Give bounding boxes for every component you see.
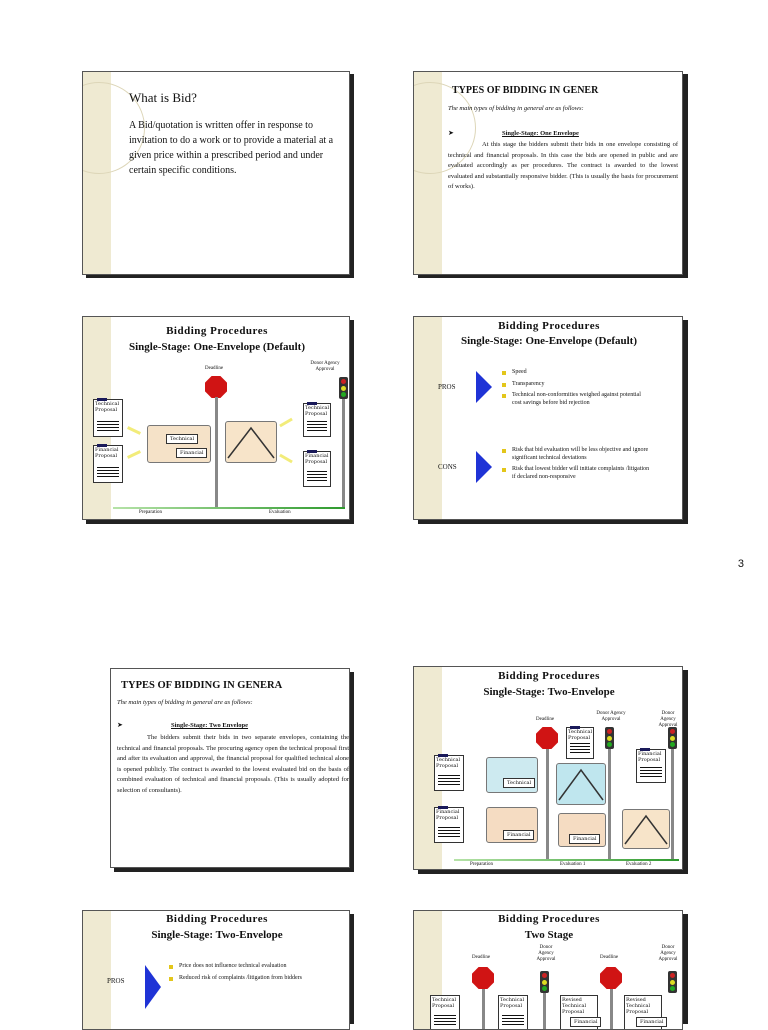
slide-types-two-envelope: TYPES OF BIDDING IN GENERA The main type… (110, 668, 350, 868)
slide-title: What is Bid? (129, 90, 197, 106)
evaluation-1-label: Evaluation 1 (560, 862, 585, 868)
slide-subtitle: Single-Stage: Two-Envelope (414, 686, 683, 698)
pros-list: Speed Transparency Technical non-conform… (502, 369, 652, 411)
cons-arrow-icon (476, 451, 492, 483)
list-item: Price does not influence technical evalu… (169, 963, 319, 971)
financial-tag: Financial (570, 1017, 601, 1027)
slide-title: Bidding Procedures (414, 320, 683, 332)
stop-sign-icon (205, 376, 227, 398)
slide-subtitle: Single-Stage: One-Envelope (Default) (83, 341, 350, 353)
slide-title: Bidding Procedures (414, 670, 683, 682)
chevron-icon: ➤ (117, 721, 123, 729)
stop-sign-icon (600, 967, 622, 989)
donor-label: Donor Agency Approval (532, 945, 560, 963)
slide-two-envelope-pros: Bidding Procedures Single-Stage: Two-Env… (82, 910, 350, 1030)
deadline-label: Deadline (472, 955, 490, 961)
slide-title: Bidding Procedures (83, 913, 350, 925)
slide-title: TYPES OF BIDDING IN GENER (452, 85, 598, 96)
financial-tag: Financial (636, 1017, 667, 1027)
cons-label: CONS (438, 463, 457, 471)
slide-subtitle: Single-Stage: Two-Envelope (83, 929, 350, 941)
pros-list: Price does not influence technical evalu… (169, 963, 319, 986)
preparation-label: Preparation (470, 862, 493, 868)
technical-tag: Technical (166, 434, 198, 444)
traffic-light-icon (540, 971, 549, 993)
slide-intro: The main types of bidding in general are… (448, 105, 584, 112)
pros-label: PROS (107, 977, 125, 985)
list-item: Transparency (502, 381, 652, 389)
technical-proposal-doc: Technical Proposal (566, 727, 594, 759)
page-number: 3 (738, 558, 744, 570)
list-item: Reduced risk of complaints /litigation f… (169, 975, 319, 983)
deadline-label: Deadline (536, 717, 554, 723)
financial-proposal-doc: Financial Proposal (93, 445, 123, 483)
technical-proposal-doc: Technical Proposal (93, 399, 123, 437)
technical-proposal-doc: Technical Proposal (303, 403, 331, 437)
slide-body: The bidders submit their bids in two sep… (117, 733, 349, 796)
slide-types-one-envelope: TYPES OF BIDDING IN GENER The main types… (413, 71, 683, 275)
slide-what-is-bid: What is Bid? A Bid/quotation is written … (82, 71, 350, 275)
slide-subtitle: Two Stage (414, 929, 683, 941)
stop-sign-icon (536, 727, 558, 749)
technical-envelope: Technical (486, 757, 538, 793)
technical-proposal-doc: Technical Proposal (498, 995, 528, 1030)
slide-title: TYPES OF BIDDING IN GENERA (121, 680, 282, 691)
financial-proposal-doc: Financial Proposal (303, 451, 331, 487)
deadline-label: Deadline (205, 366, 223, 372)
pros-arrow-icon (476, 371, 492, 403)
financial-proposal-doc: Financial Proposal (434, 807, 464, 843)
combined-envelope: Technical Financial (147, 425, 211, 463)
technical-proposal-doc: Technical Proposal (434, 755, 464, 791)
preparation-label: Preparation (139, 510, 162, 516)
cons-list: Risk that bid evaluation will be less ob… (502, 447, 652, 485)
financial-envelope: Financial (558, 813, 606, 847)
deadline-label: Deadline (600, 955, 618, 961)
slide-intro: The main types of bidding in general are… (117, 699, 253, 706)
stop-sign-icon (472, 967, 494, 989)
list-item: Risk that lowest bidder will initiate co… (502, 466, 652, 481)
slide-body: At this stage the bidders submit their b… (448, 140, 678, 193)
open-financial-envelope (622, 809, 670, 849)
list-item: Risk that bid evaluation will be less ob… (502, 447, 652, 462)
evaluation-label: Evaluation (269, 510, 291, 516)
traffic-light-icon (605, 727, 614, 749)
traffic-light-icon (668, 727, 677, 749)
financial-envelope: Financial (486, 807, 538, 843)
pros-label: PROS (438, 383, 456, 391)
open-technical-envelope (556, 763, 606, 805)
slide-two-envelope-diagram: Bidding Procedures Single-Stage: Two-Env… (413, 666, 683, 870)
slide-body: A Bid/quotation is written offer in resp… (129, 118, 341, 178)
donor-label: Donor Agency Approval (596, 711, 626, 723)
traffic-light-icon (668, 971, 677, 993)
pros-arrow-icon (145, 965, 161, 1009)
evaluation-2-label: Evaluation 2 (626, 862, 651, 868)
technical-proposal-doc: Technical Proposal (430, 995, 460, 1030)
financial-tag: Financial (176, 448, 207, 458)
financial-proposal-doc: Financial Proposal (636, 749, 666, 783)
traffic-light-icon (339, 377, 348, 399)
slide-one-envelope-diagram: Bidding Procedures Single-Stage: One-Env… (82, 316, 350, 520)
donor-label: Donor Agency Approval (654, 945, 682, 963)
slide-heading: Single-Stage: Two Envelope (171, 722, 248, 729)
chevron-icon: ➤ (448, 129, 454, 137)
list-item: Speed (502, 369, 652, 377)
slide-two-stage-diagram: Bidding Procedures Two Stage Deadline Do… (413, 910, 683, 1030)
list-item: Technical non-conformities weighed again… (502, 392, 652, 407)
slide-title: Bidding Procedures (414, 913, 683, 925)
donor-label: Donor Agency Approval (307, 361, 343, 373)
open-envelope (225, 421, 277, 463)
slide-one-envelope-pros-cons: Bidding Procedures Single-Stage: One-Env… (413, 316, 683, 520)
slide-subtitle: Single-Stage: One-Envelope (Default) (414, 335, 683, 347)
slide-title: Bidding Procedures (83, 325, 350, 337)
slide-heading: Single-Stage: One Envelope (502, 130, 579, 137)
